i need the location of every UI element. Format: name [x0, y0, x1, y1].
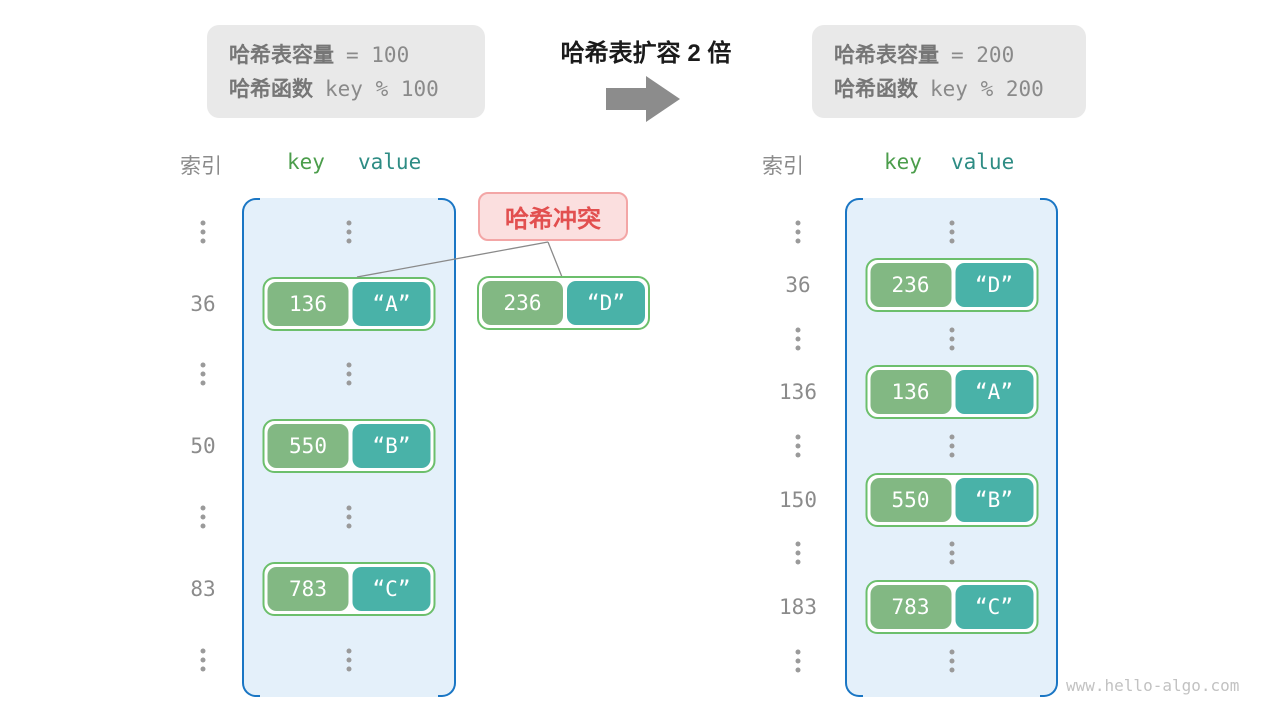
left-header-value: value [358, 150, 422, 174]
capacity-line: 哈希表容量 = 200 [834, 39, 1066, 69]
value-cell: “B” [955, 478, 1033, 522]
ellipsis-icon [795, 327, 801, 351]
right-bucket-array: 236“D” 136“A” 550“B” 783“C” [845, 198, 1058, 697]
ellipsis-icon [346, 505, 352, 529]
diagram-title: 哈希表扩容 2 倍 [560, 40, 732, 67]
capacity-label: 哈希表容量 [834, 44, 939, 67]
index-label: 183 [779, 595, 817, 619]
value-cell: “C” [955, 585, 1033, 629]
right-header-index: 索引 [762, 155, 804, 178]
value-cell: “A” [955, 370, 1033, 414]
ellipsis-icon [949, 220, 954, 244]
value-cell: “A” [352, 281, 431, 326]
hash-function-value: key % 200 [930, 77, 1044, 101]
key-cell: 783 [267, 567, 349, 611]
index-label: 136 [779, 380, 817, 404]
expand-right-arrow-icon [606, 76, 680, 122]
kv-pair: 236“D” [865, 258, 1038, 312]
bracket-right-icon [1040, 198, 1058, 697]
ellipsis-icon [200, 505, 206, 529]
key-cell: 136 [267, 281, 349, 326]
ellipsis-icon [346, 362, 352, 386]
left-bucket-array: 136“A” 550“B” 783“C” [242, 198, 456, 697]
kv-pair: 783“C” [865, 580, 1038, 634]
kv-pair: 136“A” [865, 365, 1038, 419]
kv-pair-collision: 236 “D” [477, 276, 650, 330]
hash-function-line: 哈希函数 key % 100 [229, 73, 465, 103]
hash-function-line: 哈希函数 key % 200 [834, 73, 1066, 103]
bracket-left-icon [845, 198, 863, 697]
key-cell: 550 [267, 424, 349, 468]
index-label: 36 [785, 273, 811, 297]
ellipsis-icon [795, 434, 801, 458]
ellipsis-icon [795, 220, 801, 244]
value-cell: “B” [352, 424, 431, 468]
info-box-old-table: 哈希表容量 = 100 哈希函数 key % 100 [207, 25, 485, 118]
index-label: 83 [190, 577, 216, 601]
capacity-value: = 200 [951, 43, 1015, 67]
hash-function-label: 哈希函数 [834, 78, 918, 101]
index-label: 150 [779, 488, 817, 512]
kv-pair: 550“B” [865, 473, 1038, 527]
index-label: 36 [190, 291, 216, 316]
right-header-key: key [884, 150, 922, 174]
hash-collision-label: 哈希冲突 [478, 192, 628, 241]
index-label: 50 [190, 434, 216, 458]
ellipsis-icon [200, 648, 206, 672]
kv-pair: 783“C” [262, 562, 436, 616]
ellipsis-icon [949, 649, 954, 673]
left-header-index: 索引 [180, 155, 222, 178]
ellipsis-icon [795, 649, 801, 673]
ellipsis-icon [346, 648, 352, 672]
value-cell: “D” [567, 281, 645, 325]
ellipsis-icon [949, 434, 954, 458]
bracket-right-icon [438, 198, 456, 697]
ellipsis-icon [346, 220, 352, 244]
capacity-line: 哈希表容量 = 100 [229, 39, 465, 69]
key-cell: 550 [870, 478, 951, 522]
key-cell: 236 [870, 263, 951, 307]
right-header-value: value [951, 150, 1015, 174]
value-cell: “D” [955, 263, 1033, 307]
key-cell: 236 [482, 281, 563, 325]
capacity-value: = 100 [346, 43, 410, 67]
kv-pair: 550“B” [262, 419, 436, 473]
hash-function-label: 哈希函数 [229, 78, 313, 101]
hash-function-value: key % 100 [325, 77, 439, 101]
kv-pair: 136“A” [262, 276, 436, 331]
key-cell: 136 [870, 370, 951, 414]
value-cell: “C” [352, 567, 431, 611]
info-box-new-table: 哈希表容量 = 200 哈希函数 key % 200 [812, 25, 1086, 118]
bracket-left-icon [242, 198, 260, 697]
ellipsis-icon [949, 541, 954, 565]
ellipsis-icon [200, 220, 206, 244]
ellipsis-icon [795, 541, 801, 565]
left-header-key: key [287, 150, 325, 174]
watermark: www.hello-algo.com [1066, 676, 1240, 695]
ellipsis-icon [949, 327, 954, 351]
capacity-label: 哈希表容量 [229, 44, 334, 67]
ellipsis-icon [200, 362, 206, 386]
key-cell: 783 [870, 585, 951, 629]
